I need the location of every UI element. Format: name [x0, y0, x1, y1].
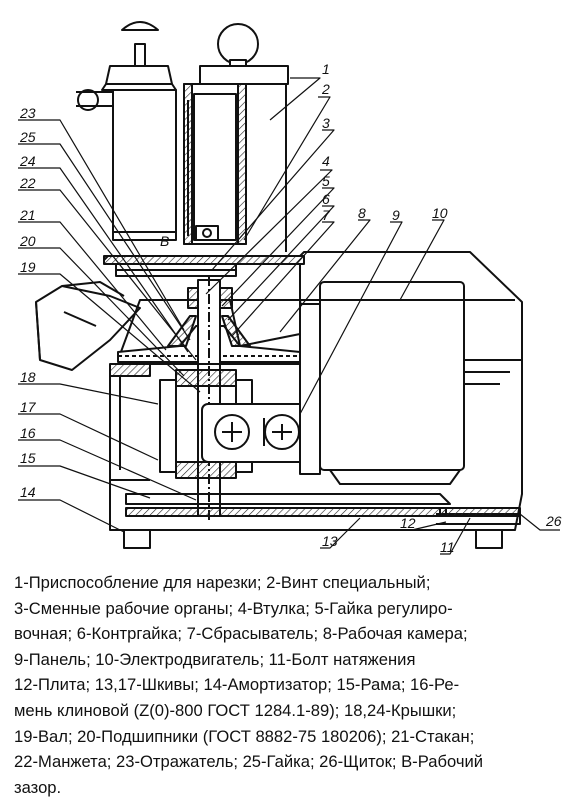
label-15: 15 — [20, 450, 36, 466]
shock-absorber-right — [475, 529, 503, 549]
label-1: 1 — [322, 61, 330, 77]
machine-frame — [109, 360, 523, 531]
legend-line: 22-Манжета; 23-Отражатель; 25-Гайка; 26-… — [14, 752, 484, 772]
discharge-chute — [35, 281, 141, 371]
legend-line: 1-Приспособление для нарезки; 2-Винт спе… — [14, 573, 431, 592]
label-24: 24 — [19, 153, 36, 169]
label-5: 5 — [322, 173, 330, 189]
label-9: 9 — [392, 207, 400, 223]
label-6: 6 — [322, 191, 330, 207]
cutting-attachment — [76, 21, 177, 241]
label-16: 16 — [20, 425, 36, 441]
label-23: 23 — [19, 105, 36, 121]
legend-line: зазор. — [14, 777, 62, 797]
label-19: 19 — [20, 259, 36, 275]
label-gap: В — [160, 233, 169, 249]
label-20: 20 — [19, 233, 36, 249]
label-10: 10 — [432, 205, 448, 221]
label-2: 2 — [321, 81, 330, 97]
lower-housing — [109, 363, 310, 481]
legend-line: 12-Плита; 13,17-Шкивы; 14-Амортизатор; 1… — [14, 675, 460, 695]
legend-line: 19-Вал; 20-Подшипники (ГОСТ 8882-75 1802… — [14, 726, 475, 746]
shock-absorber-left — [123, 529, 151, 549]
label-8: 8 — [358, 205, 366, 221]
label-7: 7 — [322, 207, 331, 223]
legend-line: мень клиновой (Z(0)-800 ГОСТ 1284.1-89);… — [14, 700, 457, 720]
label-18: 18 — [20, 369, 36, 385]
legend-line: вочная; 6-Контргайка; 7-Сбрасыватель; 8-… — [14, 624, 468, 644]
technical-drawing: 1 2 3 4 5 6 7 8 9 10 11 12 13 14 15 16 1… — [18, 21, 562, 555]
label-13: 13 — [322, 533, 338, 549]
label-21: 21 — [19, 207, 36, 223]
electric-motor — [299, 281, 510, 485]
label-25: 25 — [19, 129, 36, 145]
label-26: 26 — [545, 513, 562, 529]
label-11: 11 — [440, 539, 455, 555]
special-screw — [195, 225, 219, 241]
label-14: 14 — [20, 484, 36, 500]
label-17: 17 — [20, 399, 37, 415]
label-3: 3 — [322, 115, 330, 131]
leader-lines — [18, 77, 560, 555]
guide-column — [183, 23, 289, 252]
label-12: 12 — [400, 515, 416, 531]
label-4: 4 — [322, 153, 330, 169]
legend-line: 3-Сменные рабочие органы; 4-Втулка; 5-Га… — [14, 598, 453, 618]
legend-line: 9-Панель; 10-Электродвигатель; 11-Болт н… — [14, 649, 416, 669]
part-labels: 1 2 3 4 5 6 7 8 9 10 11 12 13 14 15 16 1… — [19, 61, 562, 555]
label-22: 22 — [19, 175, 36, 191]
legend-caption: 1-Приспособление для нарезки; 2-Винт спе… — [14, 570, 570, 800]
